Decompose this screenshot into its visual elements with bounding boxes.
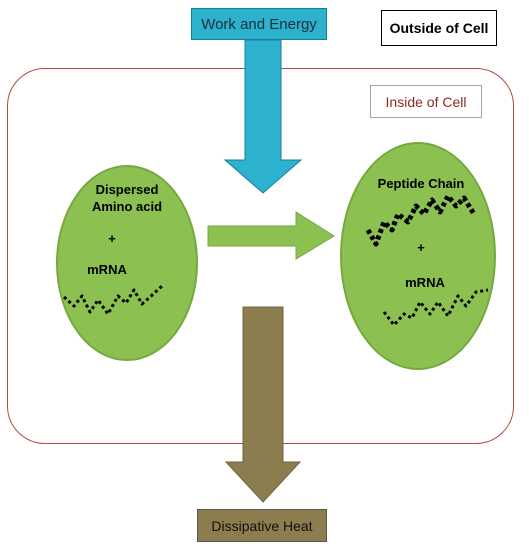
- left-mrna-label: mRNA: [87, 262, 127, 277]
- peptide-chain-label: Peptide Chain: [377, 176, 465, 191]
- peptide-chain-strand: [365, 193, 477, 247]
- right-mrna-label: mRNA: [405, 275, 445, 290]
- dissipative-heat-label: Dissipative Heat: [197, 509, 327, 542]
- right-plus-label: +: [417, 240, 425, 255]
- left-plus-label: +: [108, 231, 116, 246]
- left-ellipse: [56, 165, 198, 361]
- inside-of-cell-label: Inside of Cell: [370, 85, 482, 118]
- outside-of-cell-label: Outside of Cell: [381, 10, 497, 46]
- work-and-energy-label: Work and Energy: [191, 8, 327, 40]
- right-mrna-strand: [382, 288, 489, 327]
- amino-acid-label: Amino acid: [91, 199, 163, 214]
- right-ellipse: [340, 142, 496, 370]
- synthesis-arrow: [207, 211, 335, 260]
- dispersed-label: Dispersed: [95, 182, 159, 197]
- work-energy-arrow: [223, 39, 303, 194]
- heat-arrow: [224, 306, 302, 503]
- left-mrna-strand: [62, 284, 164, 316]
